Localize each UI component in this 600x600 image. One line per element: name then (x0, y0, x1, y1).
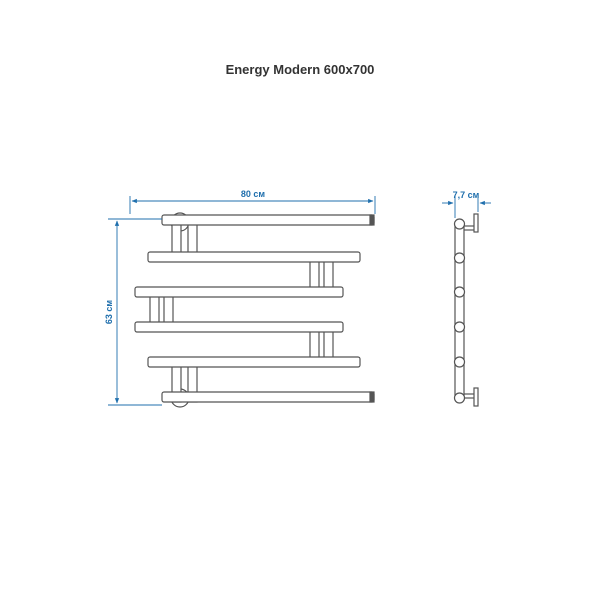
side-view (453, 213, 479, 407)
bar-1 (161, 214, 375, 226)
side-bar-2 (453, 252, 466, 264)
bar-3 (134, 286, 344, 298)
side-bar-1 (453, 218, 466, 230)
bar-5 (147, 356, 361, 368)
side-profile-tube (454, 219, 465, 403)
front-view (134, 212, 375, 408)
height-label: 63 см (104, 300, 114, 325)
bar-4 (134, 321, 344, 333)
bar-6 (161, 391, 375, 403)
depth-dimension (442, 196, 491, 218)
side-bar-3 (453, 286, 466, 298)
width-dimension (129, 196, 376, 214)
diagram-title: Energy Modern 600x700 (225, 62, 375, 77)
height-dimension (108, 218, 162, 406)
bar-6-end-cap (369, 391, 375, 403)
bar-2 (147, 251, 361, 263)
side-bar-6 (453, 392, 466, 404)
width-label: 80 см (241, 189, 266, 199)
depth-label: 7,7 см (453, 190, 480, 200)
top-wall-bracket (473, 213, 479, 233)
side-bar-5 (453, 356, 466, 368)
bottom-wall-bracket (473, 387, 479, 407)
side-bar-4 (453, 321, 466, 333)
bar-1-end-cap (369, 214, 375, 226)
